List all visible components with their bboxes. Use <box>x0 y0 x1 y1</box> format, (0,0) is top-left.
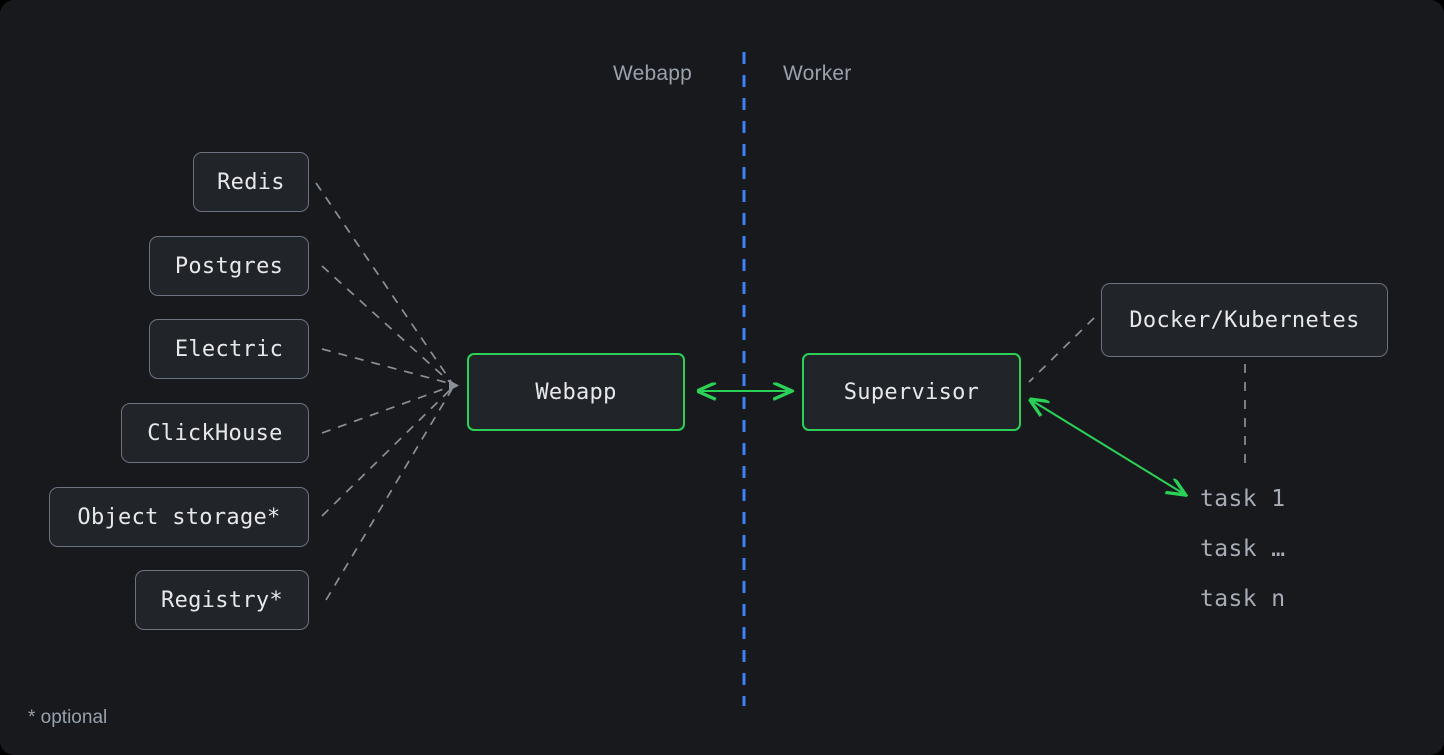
task-label-1: task 1 <box>1200 486 1286 512</box>
node-docker-kubernetes[interactable]: Docker/Kubernetes <box>1101 283 1388 357</box>
edge-postgres-webapp <box>321 265 453 385</box>
connector-supervisor-tasks <box>1031 400 1184 494</box>
edge-objectstorage-webapp <box>321 387 453 517</box>
node-object-storage[interactable]: Object storage* <box>49 487 309 547</box>
edge-clickhouse-webapp <box>321 385 453 434</box>
node-redis[interactable]: Redis <box>193 152 309 212</box>
edge-registry-webapp <box>325 388 453 601</box>
dependency-edges <box>315 182 453 601</box>
connector-runtime-supervisor <box>1028 317 1095 383</box>
node-electric[interactable]: Electric <box>149 319 309 379</box>
lane-label-worker: Worker <box>783 62 852 85</box>
lane-label-webapp: Webapp <box>613 62 693 85</box>
edge-redis-webapp <box>315 182 453 384</box>
edge-electric-webapp <box>321 348 453 385</box>
task-label-ellipsis: task … <box>1200 536 1286 562</box>
dependency-convergence-arrowhead <box>449 380 459 391</box>
node-webapp[interactable]: Webapp <box>467 353 685 431</box>
node-clickhouse[interactable]: ClickHouse <box>121 403 309 463</box>
node-postgres[interactable]: Postgres <box>149 236 309 296</box>
node-registry[interactable]: Registry* <box>135 570 309 630</box>
task-label-n: task n <box>1200 586 1286 612</box>
footnote-optional: * optional <box>28 707 108 728</box>
node-supervisor[interactable]: Supervisor <box>802 353 1021 431</box>
